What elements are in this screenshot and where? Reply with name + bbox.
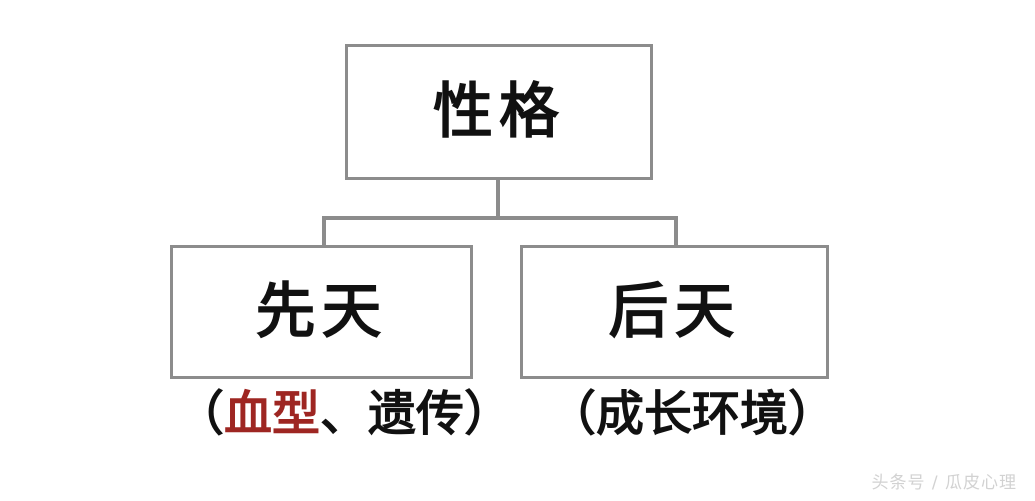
caption-acquired: （成长环境） [548,390,836,438]
node-label-innate: 先天 [255,277,388,347]
watermark-text: 头条号 / 瓜皮心理 [871,473,1017,493]
caption-innate: （血型、遗传） [176,390,512,438]
node-box-root: 性格 [345,44,653,180]
node-box-innate: 先天 [170,245,473,379]
caption-innate-open-paren: （ [176,386,225,442]
node-label-acquired: 后天 [608,277,741,347]
connector-stem-vertical [496,180,500,220]
caption-innate-rest-text: 、遗传 [320,386,465,442]
caption-acquired-close-paren: ） [788,386,837,442]
connector-drop-left [322,216,326,246]
caption-innate-accent-text: 血型 [224,386,321,442]
caption-innate-close-paren: ） [464,386,513,442]
node-label-root: 性格 [433,77,565,147]
connector-drop-right [674,216,678,246]
connector-horizontal-bar [322,216,678,220]
node-box-acquired: 后天 [520,245,829,379]
caption-acquired-rest-text: 成长环境 [596,386,789,442]
caption-acquired-open-paren: （ [548,386,597,442]
